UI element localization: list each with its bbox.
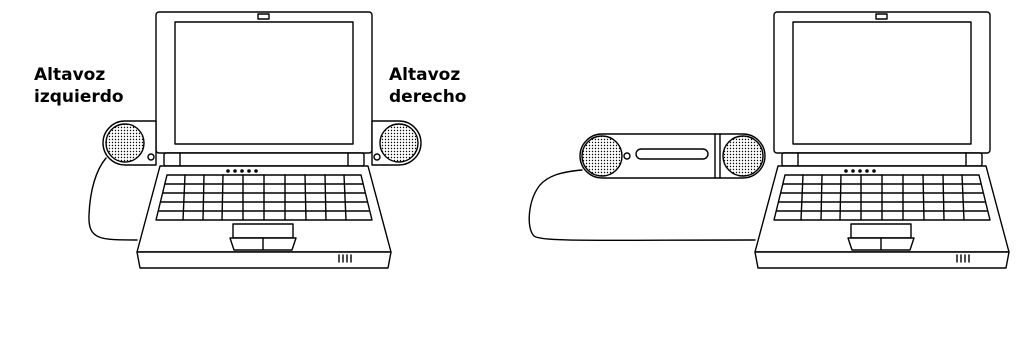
speaker-bar-right-grille <box>723 136 763 176</box>
left-speaker-grille <box>106 124 144 162</box>
right-speaker <box>371 120 422 166</box>
right-laptop <box>754 11 1010 269</box>
combined-speaker-bar <box>528 133 766 242</box>
speaker-bar-cable <box>528 169 756 242</box>
speaker-bar-slot <box>635 148 709 160</box>
front-vents <box>338 254 352 263</box>
keyboard <box>155 174 373 221</box>
right-speaker-grille <box>380 124 418 162</box>
left-speaker-label: Altavoz izquierdo <box>34 65 124 107</box>
indicator-lights <box>844 169 876 173</box>
laptop-screen <box>174 21 354 145</box>
laptop-screen <box>792 21 972 145</box>
left-speaker-cable <box>88 157 138 241</box>
touchpad <box>850 223 912 239</box>
laptop-hinge <box>781 152 983 167</box>
lid-latch <box>875 13 888 20</box>
front-vents <box>956 254 970 263</box>
left-laptop <box>136 11 392 269</box>
indicator-lights <box>226 169 258 173</box>
laptop-hinge <box>163 152 365 167</box>
touchpad <box>232 223 294 239</box>
lid-latch <box>257 13 270 20</box>
left-speaker <box>88 120 157 241</box>
speaker-bar-left-grille <box>582 136 622 176</box>
right-speaker-label: Altavoz derecho <box>389 65 467 107</box>
keyboard <box>773 174 991 221</box>
